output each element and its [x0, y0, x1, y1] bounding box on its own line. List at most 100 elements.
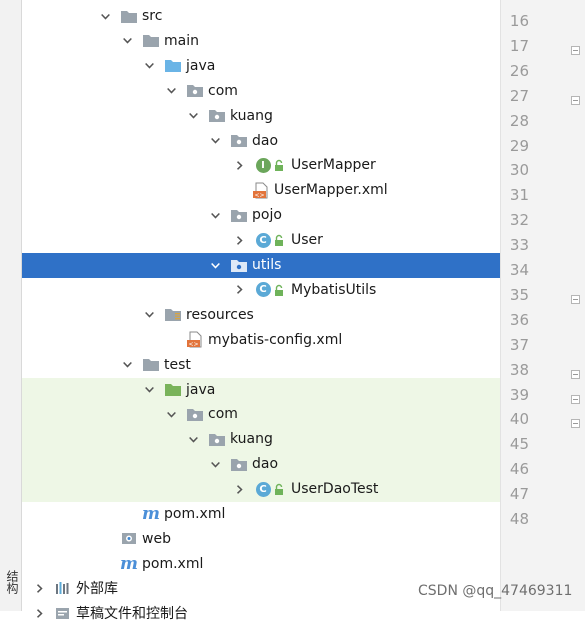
line-number: 17: [509, 36, 529, 55]
tree-item-label: web: [142, 530, 171, 547]
chevron-down-icon[interactable]: [164, 84, 178, 98]
tree-item-label: main: [164, 32, 199, 49]
maven-icon: m: [142, 504, 160, 524]
tree-item-label: 外部库: [76, 580, 118, 597]
tree-item-label: UserMapper: [291, 157, 376, 174]
tree-row[interactable]: com: [22, 402, 500, 428]
tree-row[interactable]: utils: [22, 253, 500, 278]
tree-item-label: 草稿文件和控制台: [76, 605, 188, 622]
package-icon: [186, 406, 204, 422]
fold-marker-icon[interactable]: [571, 93, 580, 105]
tree-row[interactable]: dao: [22, 452, 500, 478]
chevron-down-icon[interactable]: [186, 432, 200, 446]
fold-marker-icon[interactable]: [571, 392, 580, 404]
chevron-down-icon[interactable]: [142, 383, 156, 397]
folder-icon: [142, 33, 160, 49]
chevron-right-icon[interactable]: [232, 482, 246, 496]
tree-item-label: java: [186, 381, 216, 398]
tree-row[interactable]: <>mybatis-config.xml: [22, 328, 500, 353]
tree-row[interactable]: 外部库: [22, 577, 500, 602]
chevron-right-icon[interactable]: [232, 233, 246, 247]
chevron-down-icon[interactable]: [142, 308, 156, 322]
tree-row[interactable]: 草稿文件和控制台: [22, 602, 500, 627]
class-icon: C: [254, 481, 272, 497]
tree-item-label: resources: [186, 306, 254, 323]
xml-file-icon: <>: [252, 182, 270, 199]
fold-marker-icon[interactable]: [571, 416, 580, 429]
fold-marker-icon[interactable]: [571, 292, 580, 304]
tree-item-label: mybatis-config.xml: [208, 331, 343, 348]
folder-icon: [120, 8, 138, 24]
chevron-down-icon[interactable]: [208, 208, 222, 222]
tree-row[interactable]: C UserDaoTest: [22, 477, 500, 503]
lock-icon: [274, 284, 284, 297]
line-number: 35: [509, 285, 529, 304]
watermark: CSDN @qq_47469311: [418, 583, 573, 599]
package-icon: [230, 456, 248, 472]
tree-item-label: com: [208, 82, 238, 99]
tree-row[interactable]: <>UserMapper.xml: [22, 178, 500, 203]
tree-row[interactable]: resources: [22, 303, 500, 328]
line-number: 36: [509, 310, 529, 329]
fold-marker-icon[interactable]: [571, 43, 580, 55]
chevron-down-icon[interactable]: [186, 109, 200, 123]
tree-row[interactable]: kuang: [22, 427, 500, 453]
tree-item-label: UserDaoTest: [291, 481, 379, 498]
line-number: 31: [509, 186, 529, 205]
chevron-right-icon[interactable]: [232, 158, 246, 172]
tree-row[interactable]: main: [22, 29, 500, 54]
tree-row[interactable]: test: [22, 353, 500, 378]
structure-tool-strip[interactable]: 结构: [0, 0, 22, 611]
folder-icon: [142, 357, 160, 373]
line-number: 26: [509, 61, 529, 80]
line-number: 30: [509, 161, 529, 180]
chevron-down-icon[interactable]: [208, 457, 222, 471]
chevron-down-icon[interactable]: [120, 358, 134, 372]
tree-item-label: UserMapper.xml: [274, 182, 388, 199]
package-icon: [230, 133, 248, 149]
tree-row[interactable]: dao: [22, 129, 500, 154]
tree-item-label: pom.xml: [164, 506, 226, 522]
tree-row[interactable]: java: [22, 54, 500, 79]
interface-icon: I: [254, 157, 272, 173]
tree-row[interactable]: kuang: [22, 104, 500, 129]
chevron-down-icon[interactable]: [208, 258, 222, 272]
tree-item-label: kuang: [230, 107, 273, 124]
tree-item-label: dao: [252, 456, 279, 473]
line-number: 29: [509, 136, 529, 155]
line-number: 28: [509, 111, 529, 130]
package-icon: [230, 257, 248, 273]
tree-row[interactable]: com: [22, 79, 500, 104]
tree-row[interactable]: C MybatisUtils: [22, 278, 500, 303]
chevron-down-icon[interactable]: [98, 9, 112, 23]
tree-item-label: java: [186, 57, 216, 74]
line-number: 48: [509, 510, 529, 528]
structure-label[interactable]: 结构: [5, 570, 19, 594]
tree-item-label: MybatisUtils: [291, 281, 377, 298]
lock-icon: [274, 159, 284, 172]
lock-icon: [274, 483, 284, 496]
chevron-down-icon[interactable]: [142, 59, 156, 73]
chevron-right-icon[interactable]: [32, 582, 46, 596]
line-number: 27: [509, 86, 529, 105]
tree-row[interactable]: src: [22, 4, 500, 29]
tree-item-label: src: [142, 8, 163, 24]
maven-icon: m: [120, 553, 138, 574]
chevron-down-icon[interactable]: [208, 134, 222, 148]
chevron-right-icon[interactable]: [232, 283, 246, 297]
tree-item-label: kuang: [230, 431, 273, 448]
tree-row[interactable]: pojo: [22, 203, 500, 228]
chevron-down-icon[interactable]: [120, 34, 134, 48]
tree-row[interactable]: java: [22, 377, 500, 403]
chevron-right-icon[interactable]: [32, 607, 46, 621]
chevron-down-icon[interactable]: [164, 407, 178, 421]
fold-marker-icon[interactable]: [571, 367, 580, 379]
tree-row[interactable]: I UserMapper: [22, 153, 500, 178]
class-icon: C: [254, 282, 272, 298]
tree-row[interactable]: web: [22, 527, 500, 552]
